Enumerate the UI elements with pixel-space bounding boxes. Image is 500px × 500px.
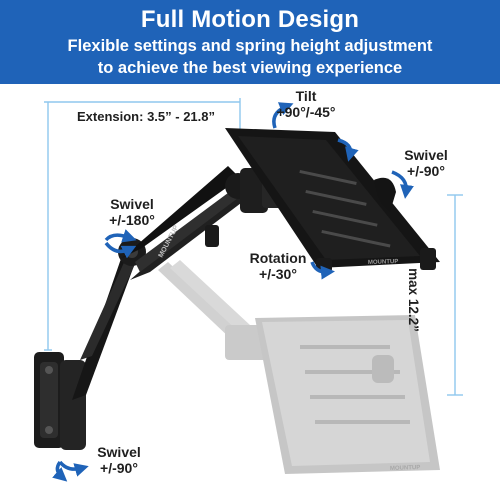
base-swivel-label-value: +/-90° <box>100 460 138 476</box>
banner-title: Full Motion Design <box>140 6 360 33</box>
extension-dimension-line-icon <box>44 98 241 351</box>
tray-swivel-curved-arrow-icon <box>337 138 359 162</box>
tilt-label-value: +90°/-45° <box>276 104 336 120</box>
rotation-label-value: +/-30° <box>259 266 297 282</box>
ghost-lowered-arm <box>158 260 440 474</box>
tilt-curved-arrow-icon <box>272 102 294 129</box>
banner-subtitle-line-2: to achieve the best viewing experience <box>97 59 403 77</box>
arm-swivel-curved-arrow-icon <box>104 229 137 259</box>
brand-mark-tray: MOUNTUP <box>368 259 399 266</box>
header-banner: Full Motion Design Flexible settings and… <box>0 0 500 84</box>
base-swivel-label-title: Swivel <box>97 444 141 460</box>
rotation-curved-arrow-icon <box>310 261 335 280</box>
arm-swivel-label-title: Swivel <box>110 196 154 212</box>
lower-arm <box>72 238 146 400</box>
rotation-label-title: Rotation <box>249 250 307 266</box>
tray-swivel-curved-arrow-2-icon <box>391 170 414 199</box>
height-dimension-line-icon <box>447 194 463 396</box>
brand-mark-ghost: MOUNTUP <box>390 465 421 472</box>
wall-mount-plate <box>34 352 86 450</box>
base-swivel-curved-arrow-icon <box>52 460 89 482</box>
tray-swivel-label-title: Swivel <box>404 147 448 163</box>
tilt-label-title: Tilt <box>295 88 317 104</box>
tray-swivel-label-value: +/-90° <box>407 163 445 179</box>
extension-label: Extension: 3.5” - 21.8” <box>77 109 215 124</box>
height-label: max 12.2” <box>406 268 421 332</box>
banner-subtitle-line-1: Flexible settings and spring height adju… <box>67 37 433 55</box>
arm-swivel-label-value: +/-180° <box>109 212 155 228</box>
